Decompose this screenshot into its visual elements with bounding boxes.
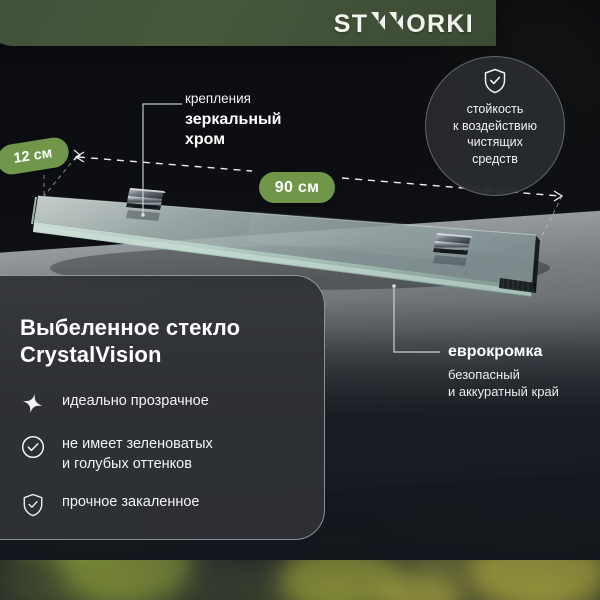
callout-edge-main: еврокромка — [448, 343, 543, 360]
brand-name-part1: ST — [333, 10, 369, 38]
card-title-line2: CrystalVision — [20, 342, 162, 367]
brand-logo: ST ORKI — [334, 10, 474, 39]
feature-item: идеально прозрачное — [20, 392, 298, 416]
badge-line-3: чистящих — [467, 135, 523, 149]
badge-line-1: стойкость — [466, 102, 524, 116]
circle-check-icon — [20, 434, 45, 459]
dimension-pill-width: 90 см — [259, 172, 335, 203]
shield-check-icon — [484, 68, 506, 94]
callout-edge: еврокромка безопасный и аккуратный край — [448, 342, 559, 400]
feature-label: не имеет зеленоватых и голубых оттенков — [62, 435, 213, 474]
badge-line-2: к воздействию — [453, 118, 537, 133]
brand-logo-tab: ST ORKI — [0, 0, 496, 46]
card-title: Выбеленное стекло CrystalVision — [20, 314, 298, 368]
shield-check-icon — [20, 492, 45, 517]
callout-mount-main: зеркальный хром — [185, 110, 281, 150]
feature-label-line2: и голубых оттенков — [62, 455, 192, 472]
sparkle-icon — [20, 391, 45, 416]
callout-mount: крепления зеркальный хром — [185, 90, 281, 150]
feature-label-line1: идеально прозрачное — [62, 393, 209, 409]
callout-mount-lead: крепления — [185, 91, 251, 106]
badge-text: стойкость к воздействию чистящих средств — [445, 101, 545, 167]
mounting-bracket-right — [433, 233, 473, 266]
cleaning-resistance-badge: стойкость к воздействию чистящих средств — [425, 56, 565, 196]
feature-label-line1: прочное закаленное — [62, 494, 200, 510]
callout-edge-lead: безопасный и аккуратный край — [448, 366, 559, 400]
card-title-line1: Выбеленное стекло — [20, 315, 241, 340]
feature-item: прочное закаленное — [20, 493, 298, 517]
callout-edge-lead-line2: и аккуратный край — [448, 384, 559, 399]
callout-edge-lead-line1: безопасный — [448, 367, 520, 382]
feature-label: прочное закаленное — [62, 493, 200, 513]
callout-mount-main-line2: хром — [185, 131, 226, 148]
badge-line-4: средств — [472, 151, 518, 166]
feature-label-line1: не имеет зеленоватых — [62, 436, 213, 452]
glass-feature-card: Выбеленное стекло CrystalVision идеально… — [0, 275, 325, 540]
feature-label: идеально прозрачное — [62, 392, 209, 412]
callout-mount-main-line1: зеркальный — [185, 111, 282, 128]
brand-name-part2: ORKI — [406, 10, 474, 38]
brand-w-mark — [370, 10, 404, 39]
feature-item: не имеет зеленоватых и голубых оттенков — [20, 435, 298, 474]
